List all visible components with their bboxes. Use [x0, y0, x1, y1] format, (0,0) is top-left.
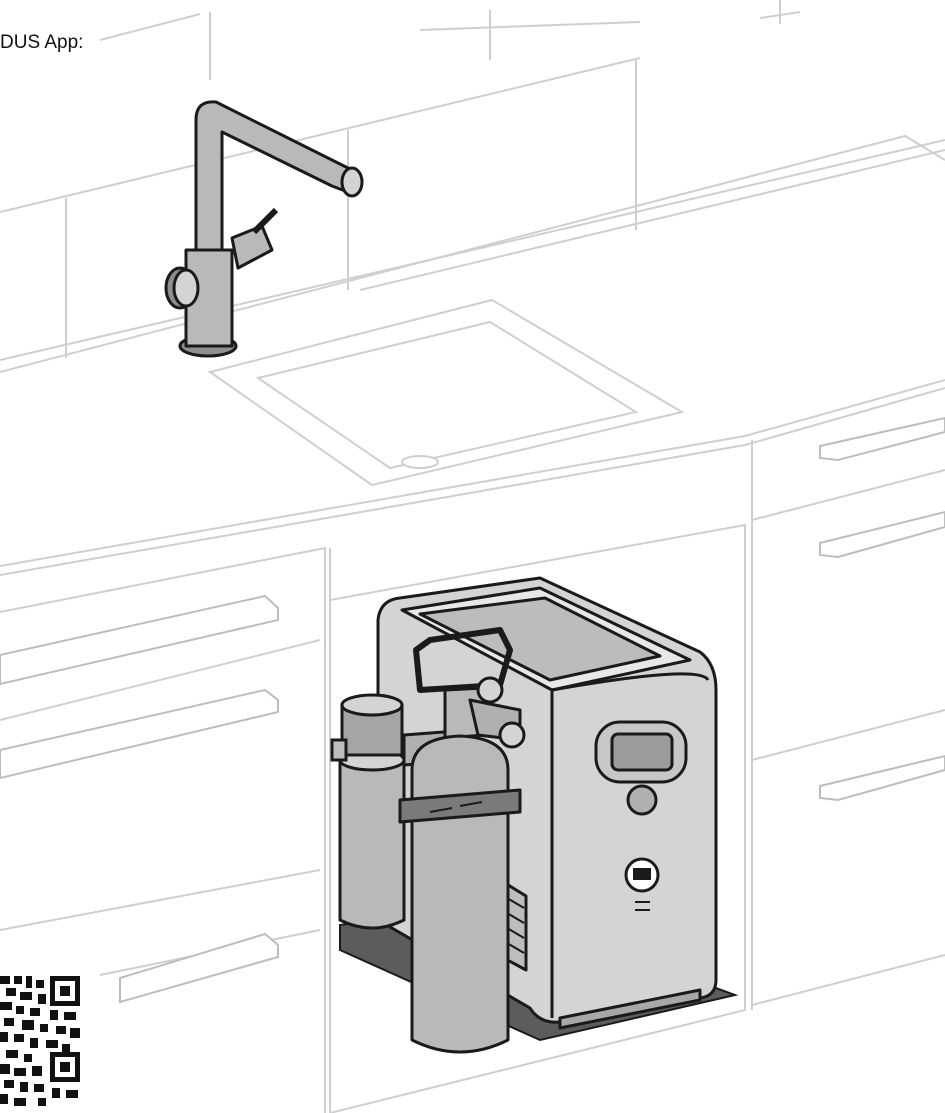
qr-code-icon[interactable]: [0, 968, 82, 1108]
sink: [207, 298, 685, 487]
drawer-handles: [0, 416, 945, 1004]
app-caption: DUS App:: [0, 32, 84, 53]
countertop: [0, 134, 945, 576]
co2-cylinder: [398, 627, 526, 1054]
wall-tiles: [0, 0, 945, 361]
faucet: [164, 100, 364, 358]
